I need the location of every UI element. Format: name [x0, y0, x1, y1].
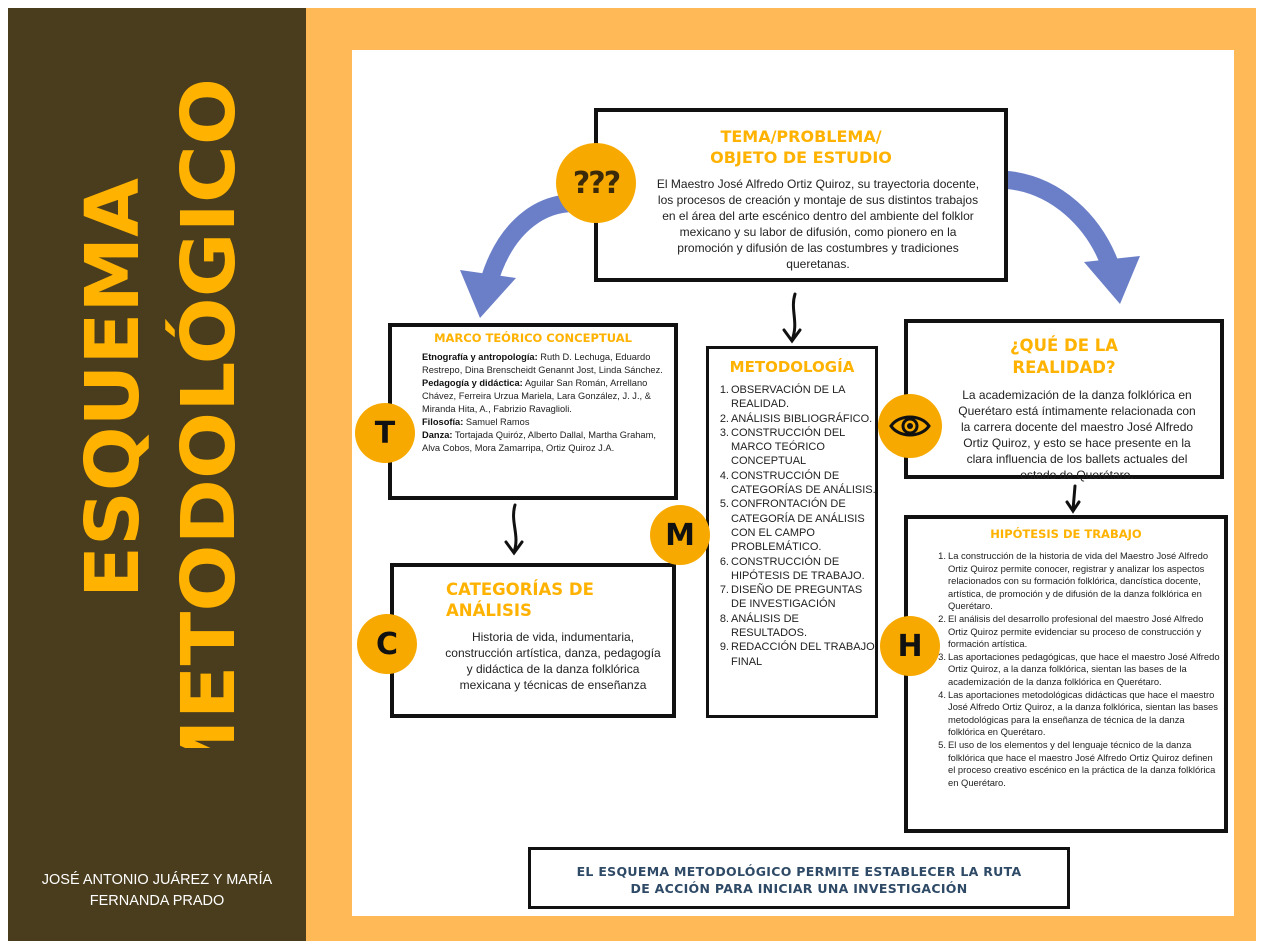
blue-arrow-left-head: [460, 270, 516, 318]
title-line-metodologico: METODOLÓGICO: [164, 78, 252, 748]
tema-text: El Maestro José Alfredo Ortiz Quiroz, su…: [656, 177, 980, 271]
metodologia-item: 3.CONSTRUCCIÓN DEL MARCO TEÓRICO CONCEPT…: [719, 426, 845, 468]
marco-item: Filosofía: Samuel Ramos: [422, 417, 530, 427]
hipotesis-item: 2.El análisis del desarrollo profesional…: [938, 612, 1204, 650]
metodologia-item: 6.CONSTRUCCIÓN DE HIPÓTESIS DE TRABAJO.: [719, 555, 865, 582]
realidad-title-line1: ¿QUÉ DE LA: [1009, 336, 1118, 355]
hipotesis-item: 1.La construcción de la historia de vida…: [938, 550, 1209, 612]
hipotesis-list: 1.La construcción de la historia de vida…: [936, 550, 1222, 789]
badge-m: M: [650, 505, 710, 565]
categorias-box: CATEGORÍAS DE ANÁLISIS Historia de vida,…: [390, 563, 676, 718]
title-line-esquema: ESQUEMA: [70, 178, 156, 598]
hipotesis-item: 5.El uso de los elementos y del lenguaje…: [938, 738, 1216, 788]
eye-icon-svg: [889, 415, 931, 437]
arrow-tema-to-metodologia: [782, 292, 802, 344]
hipotesis-title: HIPÓTESIS DE TRABAJO: [990, 527, 1142, 541]
metodologia-item: 9.REDACCIÓN DEL TRABAJO FINAL: [719, 641, 875, 668]
metodologia-title: METODOLOGÍA: [729, 358, 855, 376]
authors: JOSÉ ANTONIO JUÁREZ Y MARÍA FERNANDA PRA…: [41, 872, 273, 909]
realidad-text: La academización de la danza folklórica …: [958, 388, 1196, 482]
marco-title: MARCO TEÓRICO CONCEPTUAL: [434, 331, 632, 345]
marco-item: Etnografía y antropología: Ruth D. Lechu…: [422, 352, 663, 375]
footer-box: EL ESQUEMA METODOLÓGICO PERMITE ESTABLEC…: [528, 847, 1070, 909]
tema-box: TEMA/PROBLEMA/ OBJETO DE ESTUDIO El Maes…: [594, 108, 1008, 282]
metodologia-item: 2.ANÁLISIS BIBLIOGRÁFICO.: [719, 412, 873, 425]
realidad-box: ¿QUÉ DE LA REALIDAD? La academización de…: [904, 319, 1224, 482]
marco-box: MARCO TEÓRICO CONCEPTUAL Etnografía y an…: [388, 323, 678, 500]
metodologia-box: METODOLOGÍA 1.OBSERVACIÓN DE LA REALIDAD…: [706, 346, 878, 718]
tema-title-line1: TEMA/PROBLEMA/: [720, 127, 882, 146]
question-marks-icon: ???: [556, 143, 636, 223]
metodologia-item: 1.OBSERVACIÓN DE LA REALIDAD.: [719, 384, 845, 411]
footer-line1: EL ESQUEMA METODOLÓGICO PERMITE ESTABLEC…: [576, 864, 1022, 879]
blue-arrow-right: [999, 171, 1121, 279]
metodologia-item: 5.CONFRONTACIÓN DE CATEGORÍA DE ANÁLISIS…: [719, 498, 865, 554]
arrow-realidad-to-hipotesis: [1065, 484, 1081, 514]
categorias-text: Historia de vida, indumentaria, construc…: [445, 630, 661, 692]
tema-title-line2: OBJETO DE ESTUDIO: [710, 148, 892, 167]
footer-line2: DE ACCIÓN PARA INICIAR UNA INVESTIGACIÓN: [630, 881, 968, 896]
categorias-title-line2: ANÁLISIS: [446, 601, 532, 620]
hipotesis-box: HIPÓTESIS DE TRABAJO 1.La construcción d…: [904, 515, 1228, 833]
categorias-title-line1: CATEGORÍAS DE: [446, 580, 594, 599]
arrow-marco-to-categorias: [504, 503, 524, 556]
marco-list: Etnografía y antropología: Ruth D. Lechu…: [422, 351, 674, 455]
hipotesis-item: 3.Las aportaciones pedagógicas, que hace…: [938, 650, 1220, 687]
badge-c: C: [357, 614, 417, 674]
blue-arrow-right-head: [1084, 256, 1140, 304]
sidebar: ESQUEMA METODOLÓGICO JOSÉ ANTONIO JUÁREZ…: [8, 8, 306, 941]
question-marks-text: ???: [572, 165, 621, 201]
metodologia-list: 1.OBSERVACIÓN DE LA REALIDAD. 2.ANÁLISIS…: [715, 383, 877, 669]
marco-item: Pedagogía y didáctica: Aguilar San Román…: [422, 378, 651, 414]
eye-icon: [878, 394, 942, 458]
badge-h: H: [880, 616, 940, 676]
hipotesis-item: 4.Las aportaciones metodológicas didácti…: [938, 688, 1218, 738]
marco-item: Danza: Tortajada Quiróz, Alberto Dallal,…: [422, 430, 656, 453]
badge-t: T: [355, 403, 415, 463]
realidad-title-line2: REALIDAD?: [1012, 358, 1116, 377]
metodologia-item: 7.DISEÑO DE PREGUNTAS DE INVESTIGACIÓN: [719, 584, 863, 611]
metodologia-item: 4.CONSTRUCCIÓN DE CATEGORÍAS DE ANÁLISIS…: [719, 469, 876, 497]
vertical-title: ESQUEMA METODOLÓGICO: [8, 8, 306, 748]
metodologia-item: 8.ANÁLISIS DE RESULTADOS.: [719, 612, 807, 640]
